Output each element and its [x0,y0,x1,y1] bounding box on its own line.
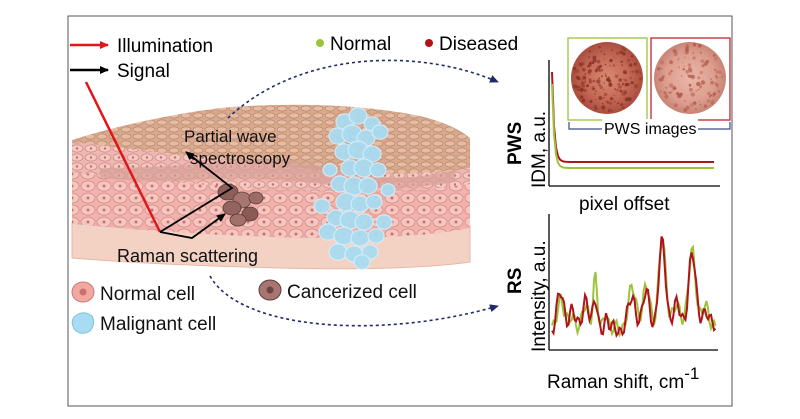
diseased-series-dot-icon [425,39,433,47]
tissue-illustration [71,104,471,270]
figure-frame [67,15,733,407]
cancerized-cell-label: Cancerized cell [287,282,417,303]
ray-legend: Illumination Signal [70,36,213,82]
rs-xlabel: Raman shift, cm-1 [547,364,699,393]
pws-images-label: PWS images [604,121,696,138]
series-legend: Normal Diseased [316,34,518,55]
pws-normal-curve [551,83,714,169]
normal-series-dot-icon [316,39,324,47]
pws-signal-ray [159,151,234,233]
normal-pws-image-texture [572,45,643,113]
cancerized-cell-icon [258,279,282,301]
malignant-cluster [313,107,396,270]
pws-images-label-bg [602,119,698,137]
pws-method-label-line2: spectroscopy [190,149,291,168]
to-rs-dashed-arrow [209,275,499,327]
raman-method-label: Raman scattering [117,246,258,266]
pws-panel: PWS IDM, a.u. pixel offset PWS images [505,37,731,215]
malignant-cell-icon [71,312,95,334]
cancerized-cluster [217,183,264,227]
pws-xlabel: pixel offset [579,194,670,215]
illumination-ray [84,81,162,233]
pws-diseased-curve [551,71,714,163]
rs-panel: RS Intensity, a.u. Raman shift, cm-1 [505,214,718,393]
diseased-series-label: Diseased [439,34,518,55]
diseased-pws-image-texture [657,43,725,112]
normal-cell-icon [71,281,95,303]
illumination-label: Illumination [117,36,213,57]
malignant-cell-label: Malignant cell [100,314,216,335]
raman-signal-ray [159,213,226,239]
rs-method-axis-tag: RS [505,268,526,294]
normal-cell-label: Normal cell [100,284,195,305]
to-pws-dashed-arrow [227,59,499,119]
pws-method-label-line1: Partial wave [184,127,277,146]
rs-diseased-spectrum [551,236,717,339]
pws-ylabel: IDM, a.u. [529,111,550,188]
signal-label: Signal [117,61,170,82]
pws-method-axis-tag: PWS [505,122,526,165]
normal-series-label: Normal [330,34,391,55]
cell-legend: Normal cell Cancerized cell Malignant ce… [71,279,417,335]
rs-ylabel: Intensity, a.u. [529,240,550,352]
